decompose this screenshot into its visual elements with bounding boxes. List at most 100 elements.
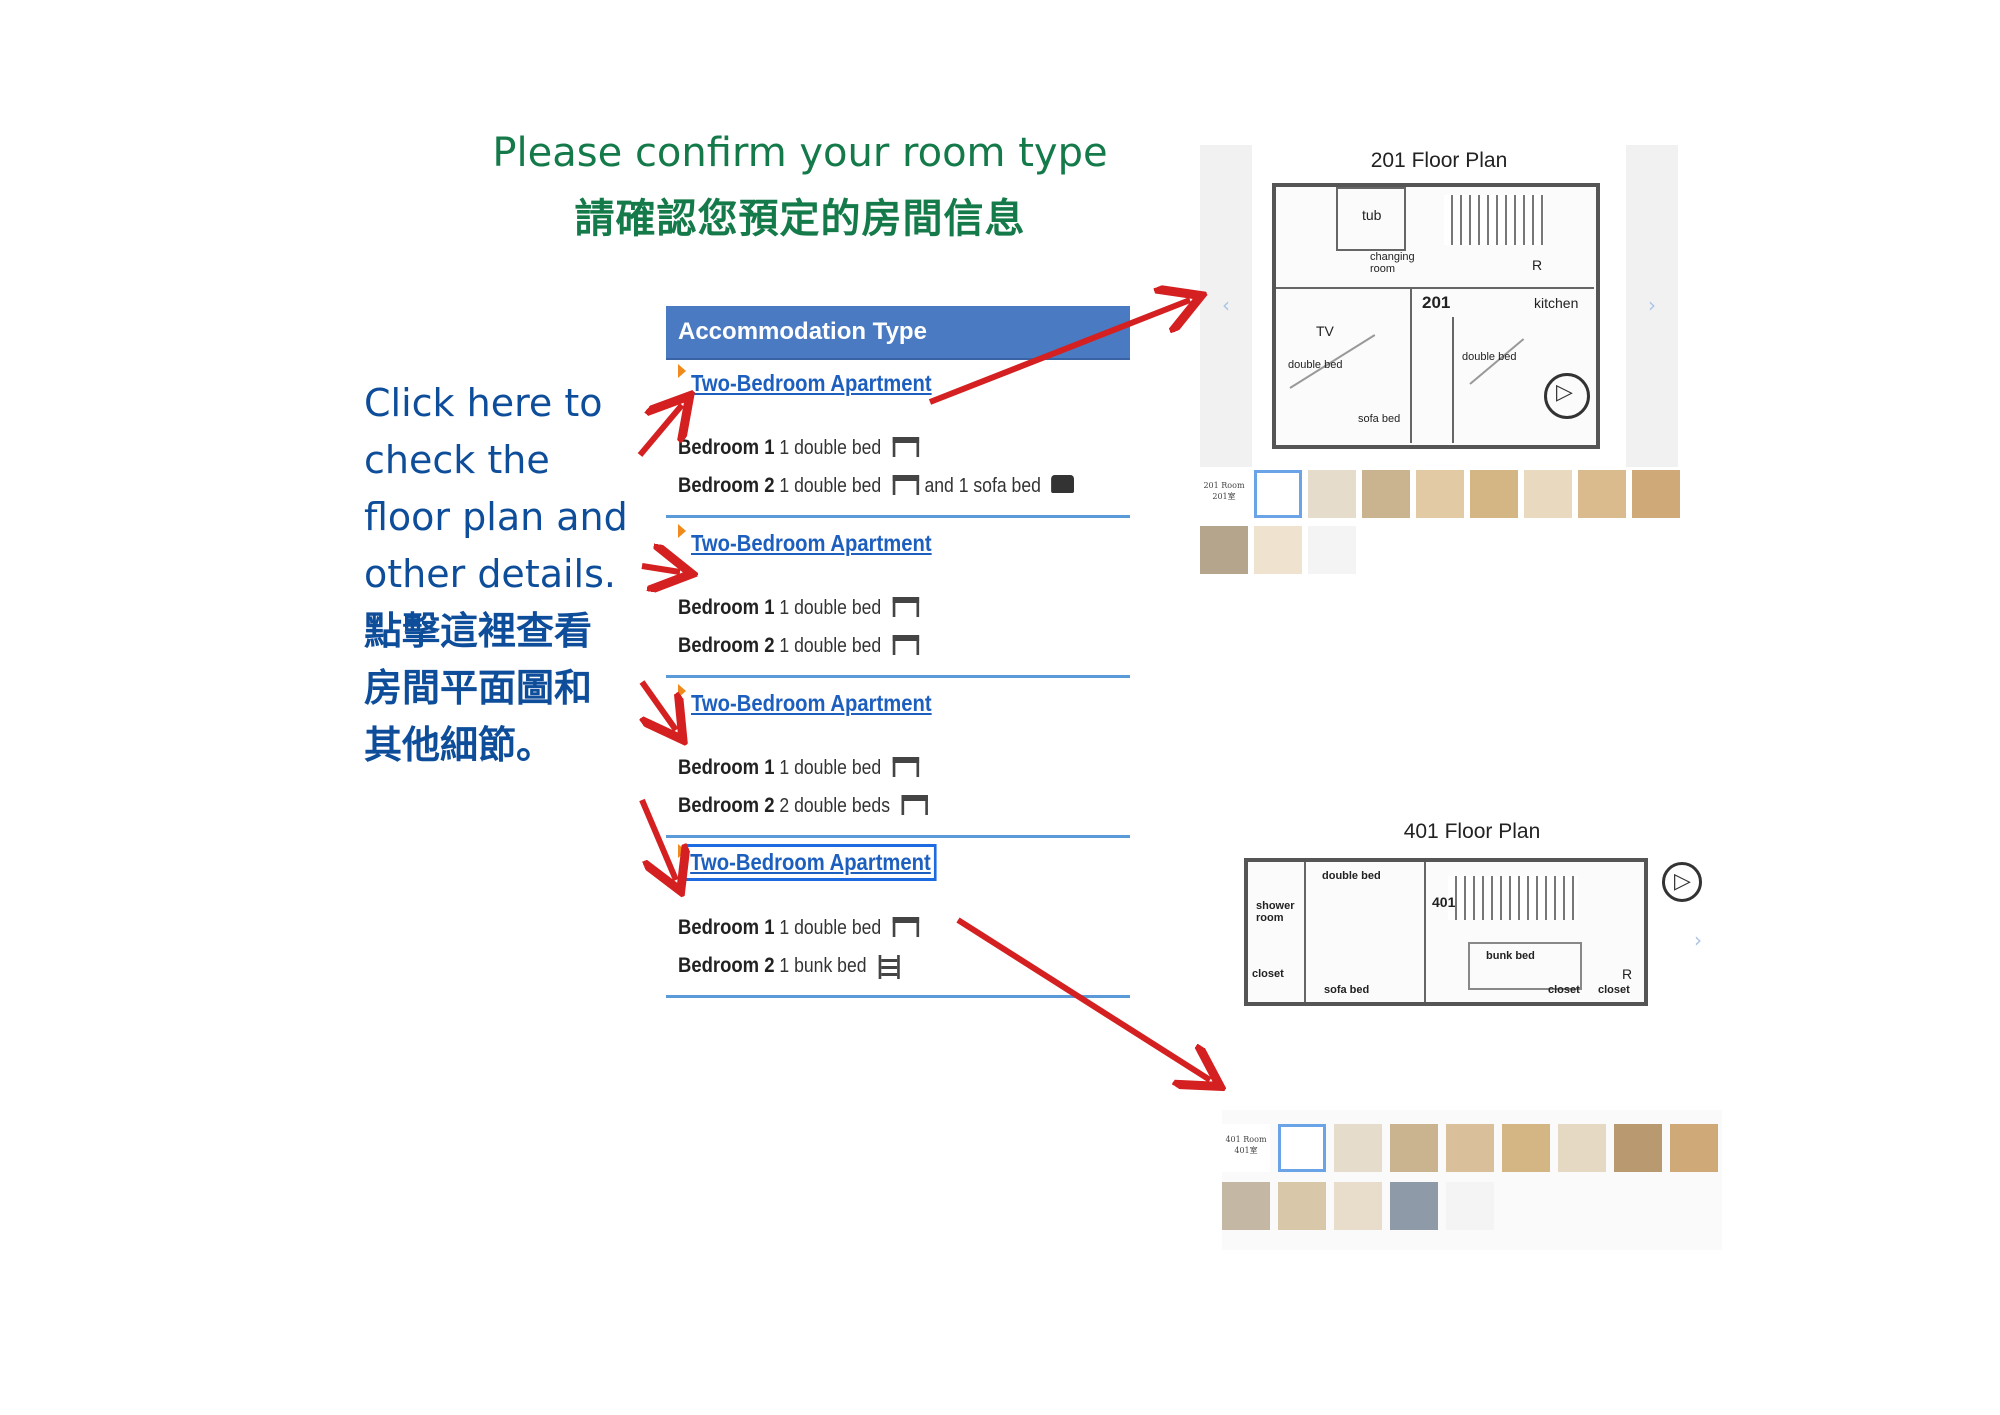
plan-label: kitchen xyxy=(1534,295,1579,311)
plan-label: double bed xyxy=(1462,351,1517,363)
thumbnail[interactable] xyxy=(1502,1124,1550,1172)
thumbnail[interactable] xyxy=(1524,470,1572,518)
bedroom-row: Bedroom 2 1 bunk bed xyxy=(678,954,900,979)
arrow-icon xyxy=(639,798,676,880)
instructions: Click here to check the floor plan and o… xyxy=(364,375,664,774)
arrow-icon xyxy=(928,300,1190,405)
bed-icon xyxy=(893,634,920,655)
accommodation-item: Two-Bedroom Apartment Bedroom 1 1 double… xyxy=(666,358,1130,518)
compass-icon xyxy=(1662,862,1702,902)
plan-label: sofa bed xyxy=(1324,984,1370,996)
accommodation-item: Two-Bedroom Apartment Bedroom 1 1 double… xyxy=(666,838,1130,998)
plan-label: closet xyxy=(1252,968,1284,980)
accommodation-header: Accommodation Type xyxy=(666,306,1130,358)
bed-icon xyxy=(893,474,920,495)
room-type-link[interactable]: Two-Bedroom Apartment xyxy=(691,530,932,556)
next-arrow-icon[interactable]: › xyxy=(1648,293,1656,317)
plan-label: bunk bed xyxy=(1486,950,1535,962)
accommodation-item: Two-Bedroom Apartment Bedroom 1 1 double… xyxy=(666,518,1130,678)
marker-icon xyxy=(678,684,686,698)
prev-arrow-icon[interactable]: ‹ xyxy=(1222,293,1230,317)
instruction-line-zh: 房間平面圖和 xyxy=(364,666,593,710)
bed-icon xyxy=(893,436,920,457)
thumbnail[interactable] xyxy=(1670,1124,1718,1172)
compass-icon xyxy=(1544,373,1590,419)
thumbnail[interactable] xyxy=(1200,526,1248,574)
floor-plan-drawing: shower room closet double bed 401 bunk b… xyxy=(1244,858,1648,1006)
bed-icon xyxy=(901,794,929,815)
thumbnail[interactable] xyxy=(1558,1124,1606,1172)
caption-line: 201室 xyxy=(1212,492,1236,501)
floor-plan-title: 201 Floor Plan xyxy=(1370,149,1508,172)
thumbnail[interactable] xyxy=(1362,470,1410,518)
bed-icon xyxy=(893,916,920,937)
thumbnail[interactable] xyxy=(1390,1182,1438,1230)
thumbnail-caption: 401 Room 401室 xyxy=(1222,1124,1270,1172)
bed-text: 1 bunk bed xyxy=(779,955,867,977)
thumbnail[interactable] xyxy=(1254,526,1302,574)
thumbnail[interactable] xyxy=(1334,1182,1382,1230)
marker-icon xyxy=(678,524,686,538)
thumbnail[interactable] xyxy=(1632,470,1680,518)
caption-line: 401室 xyxy=(1234,1146,1258,1155)
bed-text: 1 double bed xyxy=(779,757,882,779)
thumbnail[interactable] xyxy=(1222,1182,1270,1230)
thumbnail-strip-401: 401 Room 401室 xyxy=(1222,1110,1722,1250)
plan-label: double bed xyxy=(1288,359,1343,371)
instruction-line: other details. xyxy=(364,552,616,596)
bedroom-row: Bedroom 1 1 double bed xyxy=(678,916,920,940)
bedroom-label: Bedroom 1 xyxy=(678,436,775,459)
plan-label: changing room xyxy=(1370,251,1415,275)
bed-text: 1 double bed xyxy=(779,597,882,619)
plan-label: shower room xyxy=(1256,900,1295,924)
next-arrow-icon[interactable]: › xyxy=(1694,928,1702,952)
instruction-line-zh: 點擊這裡查看 xyxy=(364,609,593,653)
bedroom-label: Bedroom 2 xyxy=(678,634,775,657)
page-title-zh: 請確認您預定的房間信息 xyxy=(574,196,1026,242)
thumbnail[interactable] xyxy=(1578,470,1626,518)
thumbnail[interactable] xyxy=(1334,1124,1382,1172)
plan-label: closet xyxy=(1548,984,1580,996)
sofa-bed-icon xyxy=(1051,474,1074,493)
instruction-line: Click here to xyxy=(364,381,603,425)
bed-icon xyxy=(893,756,920,777)
floor-plan-401-viewer: 401 Floor Plan shower room closet double… xyxy=(1222,810,1722,1050)
instruction-line: floor plan and xyxy=(364,495,628,539)
floor-plan-201: 201 Floor Plan tub changing room 201 kit… xyxy=(1252,145,1626,467)
bedroom-row: Bedroom 2 2 double beds xyxy=(678,794,929,818)
floor-plan-drawing: tub changing room 201 kitchen R TV doubl… xyxy=(1272,183,1600,449)
bedroom-label: Bedroom 1 xyxy=(678,596,775,619)
room-type-link-selected[interactable]: Two-Bedroom Apartment xyxy=(684,844,937,881)
extra-bed-text: and 1 sofa bed xyxy=(924,475,1041,497)
bunk-bed-icon xyxy=(878,954,900,979)
plan-label: closet xyxy=(1598,984,1630,996)
thumbnail-selected[interactable] xyxy=(1278,1124,1326,1172)
bedroom-row: Bedroom 1 1 double bed xyxy=(678,596,920,620)
bed-text: 1 double bed xyxy=(779,475,882,497)
thumbnail[interactable] xyxy=(1470,470,1518,518)
arrow-icon xyxy=(641,566,680,572)
room-type-link[interactable]: Two-Bedroom Apartment xyxy=(691,370,932,396)
room-type-link[interactable]: Two-Bedroom Apartment xyxy=(691,690,932,716)
thumbnail[interactable] xyxy=(1308,470,1356,518)
thumbnail[interactable] xyxy=(1278,1182,1326,1230)
bedroom-row: Bedroom 2 1 double bed xyxy=(678,634,920,658)
thumbnail-caption: 201 Room 201室 xyxy=(1200,470,1248,518)
plan-label: double bed xyxy=(1322,870,1381,882)
caption-line: 401 Room xyxy=(1225,1135,1267,1144)
bedroom-label: Bedroom 1 xyxy=(678,916,775,939)
plan-label: R xyxy=(1622,966,1633,982)
accommodation-item: Two-Bedroom Apartment Bedroom 1 1 double… xyxy=(666,678,1130,838)
bedroom-label: Bedroom 2 xyxy=(678,474,775,497)
thumbnail[interactable] xyxy=(1390,1124,1438,1172)
thumbnail[interactable] xyxy=(1446,1182,1494,1230)
thumbnail[interactable] xyxy=(1614,1124,1662,1172)
bed-text: 1 double bed xyxy=(779,437,882,459)
thumbnail[interactable] xyxy=(1308,526,1356,574)
instruction-line-zh: 其他細節。 xyxy=(364,723,555,767)
floor-plan-title: 401 Floor Plan xyxy=(1403,820,1541,843)
thumbnail-selected[interactable] xyxy=(1254,470,1302,518)
thumbnail[interactable] xyxy=(1446,1124,1494,1172)
thumbnail[interactable] xyxy=(1416,470,1464,518)
